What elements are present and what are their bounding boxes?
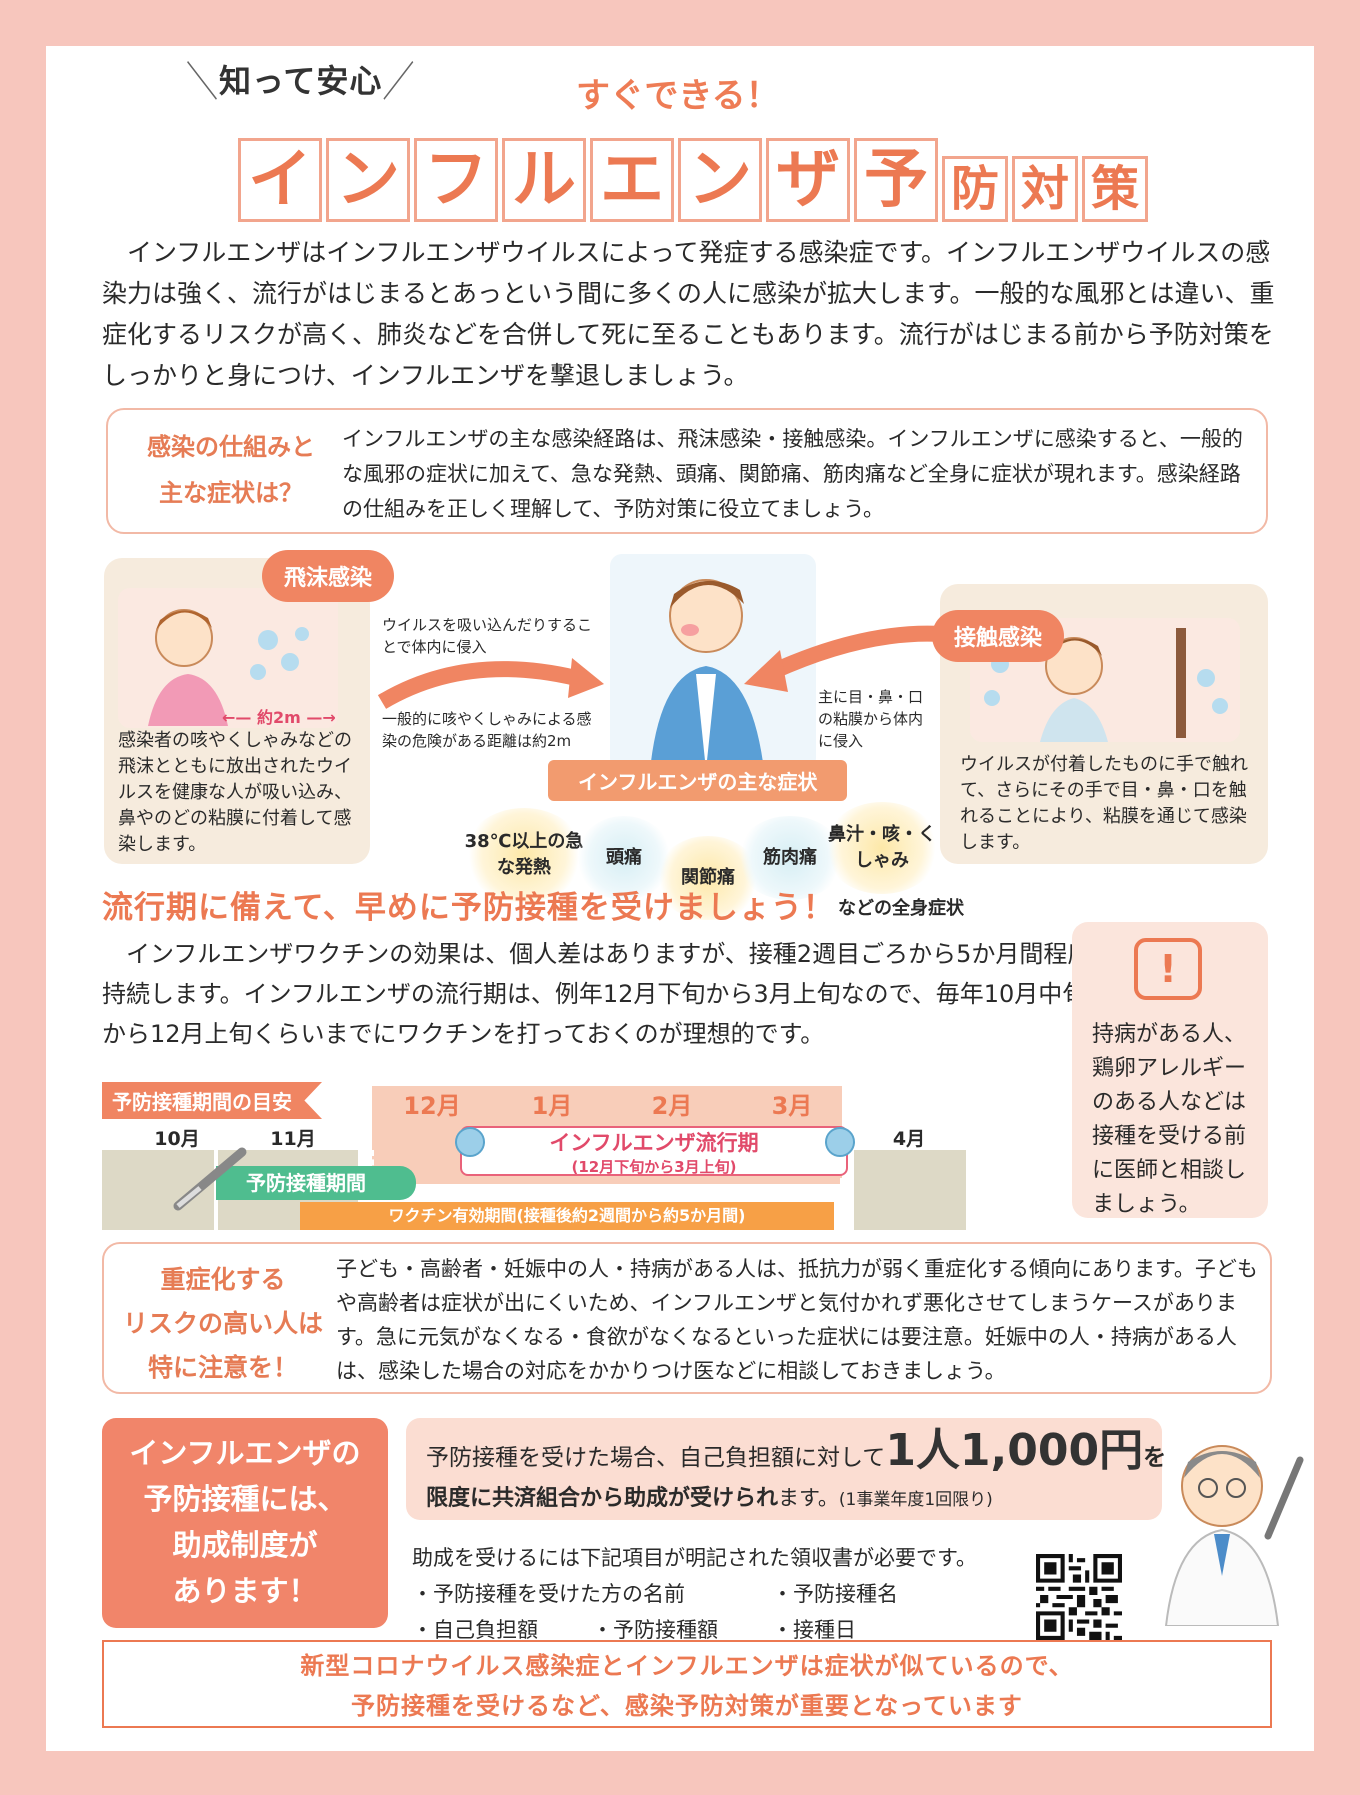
symptoms-tail: などの全身症状 bbox=[838, 898, 964, 919]
vaccine-effective-bar: ワクチン有効期間(接種後約2週間から約5か月間) bbox=[300, 1202, 834, 1230]
subsidy-text: 限度に共済組合から助成が受けられ bbox=[426, 1486, 779, 1511]
footer-line: 予防接種を受けるなど、感染予防対策が重要となっています bbox=[351, 1692, 1023, 1720]
routes-heading-line: 主な症状は？ bbox=[159, 479, 303, 507]
title-char: ザ bbox=[766, 138, 850, 222]
routes-body: インフルエンザの主な感染経路は、飛沫感染・接触感染。インフルエンザに感染すると、… bbox=[342, 427, 1243, 521]
flu-period-label: インフルエンザ流行期 bbox=[549, 1131, 759, 1155]
risk-body: 子ども・高齢者・妊娠中の人・持病がある人は、抵抗力が弱く重症化する傾向にあります… bbox=[336, 1257, 1258, 1383]
title-char: 対 bbox=[1012, 156, 1078, 222]
subsidy-line-2: 限度に共済組合から助成が受けられます。(1事業年度1回限り) bbox=[426, 1480, 993, 1512]
month-label: 2月 bbox=[651, 1092, 693, 1120]
title-char: 策 bbox=[1082, 156, 1148, 222]
virus-icon bbox=[825, 1127, 855, 1157]
qr-code-icon[interactable] bbox=[1036, 1554, 1122, 1640]
sneezing-woman-icon bbox=[148, 609, 309, 726]
timeline-tag: 予防接種期間の目安 bbox=[102, 1082, 322, 1119]
droplet-panel: ←— 約2m —→ 感染者の咳やくしゃみなどの飛沫とともに放出されたウイルスを健… bbox=[104, 558, 370, 864]
droplet-note: ウイルスを吸い込んだりすることで体内に侵入 bbox=[382, 616, 593, 656]
vaccination-heading: 流行期に備えて、早めに予防接種を受けましょう！ bbox=[102, 890, 835, 926]
subsidy-heading-line: インフルエンザの bbox=[129, 1436, 361, 1470]
droplet-text: 感染者の咳やくしゃみなどの飛沫とともに放出されたウイルスを健康な人が吸い込み、鼻… bbox=[118, 730, 352, 855]
distance-arrow: ←— 約2m —→ bbox=[222, 708, 336, 727]
footer-note: 新型コロナウイルス感染症とインフルエンザは症状が似ているので、 予防接種を受ける… bbox=[102, 1640, 1272, 1728]
title-char: 防 bbox=[942, 156, 1008, 222]
risk-heading: 重症化する リスクの高い人は 特に注意を！ bbox=[118, 1258, 328, 1390]
droplet-label: 飛沫感染 bbox=[262, 550, 395, 602]
flyer-page: ＼知って安心／ すぐできる！ イ ン フ ル エ ン ザ 予 防 対 策 インフ… bbox=[46, 46, 1314, 1751]
subsidy-text: ます。 bbox=[778, 1486, 839, 1510]
subsidy-amount: 1人1,000円 bbox=[885, 1425, 1144, 1476]
distance-note: 一般的に咳やくしゃみによる感染の危険がある距離は約2m bbox=[382, 710, 592, 750]
sick-man-icon bbox=[650, 579, 764, 770]
risk-box: 重症化する リスクの高い人は 特に注意を！ 子ども・高齢者・妊娠中の人・持病があ… bbox=[102, 1242, 1272, 1394]
title-char: ル bbox=[502, 138, 586, 222]
month-cell bbox=[854, 1150, 966, 1230]
symptom-runny-nose: 鼻汁・咳・くしゃみ bbox=[824, 802, 940, 894]
title-char: イ bbox=[238, 138, 322, 222]
month-label: 3月 bbox=[771, 1092, 813, 1120]
month-label: 4月 bbox=[892, 1128, 926, 1150]
symptoms-heading: インフルエンザの主な症状 bbox=[548, 760, 848, 801]
warning-text: 持病がある人、鶏卵アレルギーのある人などは接種を受ける前に医師と相談しましょう。 bbox=[1092, 1022, 1247, 1217]
risk-heading-line: リスクの高い人は bbox=[122, 1309, 323, 1338]
footer-line: 新型コロナウイルス感染症とインフルエンザは症状が似ているので、 bbox=[300, 1652, 1074, 1680]
subsidy-band: 予防接種を受けた場合、自己負担額に対して1人1,000円を 限度に共済組合から助… bbox=[406, 1418, 1166, 1520]
intro-paragraph: インフルエンザはインフルエンザウイルスによって発症する感染症です。インフルエンザ… bbox=[102, 238, 1275, 390]
contact-illustration bbox=[970, 618, 1240, 742]
routes-heading: 感染の仕組みと 主な症状は？ bbox=[126, 424, 336, 516]
exclamation-icon: ! bbox=[1134, 938, 1202, 1000]
subsidy-heading: インフルエンザの 予防接種には、 助成制度が あります！ bbox=[102, 1418, 388, 1628]
flu-period-range: (12月下旬から3月上旬) bbox=[571, 1158, 737, 1176]
warning-box: ! 持病がある人、鶏卵アレルギーのある人などは接種を受ける前に医師と相談しましょ… bbox=[1072, 922, 1268, 1218]
subsidy-text: 予防接種を受けた場合、自己負担額に対して bbox=[426, 1445, 886, 1471]
subsidy-line-1: 予防接種を受けた場合、自己負担額に対して1人1,000円を bbox=[426, 1428, 1166, 1481]
receipt-note: 助成を受けるには下記項目が明記された領収書が必要です。 bbox=[412, 1546, 977, 1570]
title-char: フ bbox=[414, 138, 498, 222]
subsidy-text: を bbox=[1143, 1445, 1167, 1471]
receipt-info: 助成を受けるには下記項目が明記された領収書が必要です。 ・予防接種を受けた方の名… bbox=[412, 1540, 1052, 1648]
header-tag: ＼知って安心／ bbox=[186, 56, 416, 107]
infection-routes-box: 感染の仕組みと 主な症状は？ インフルエンザの主な感染経路は、飛沫感染・接触感染… bbox=[106, 408, 1268, 534]
month-label: 10月 bbox=[154, 1128, 200, 1150]
syringe-icon bbox=[173, 1147, 247, 1211]
subsidy-heading-line: あります！ bbox=[172, 1574, 318, 1608]
flu-period-box: インフルエンザ流行期 (12月下旬から3月上旬) bbox=[460, 1126, 848, 1176]
contact-label: 接触感染 bbox=[932, 610, 1065, 662]
title-char: 予 bbox=[854, 138, 938, 222]
receipt-item: ・予防接種名 bbox=[772, 1582, 898, 1606]
subsidy-heading-line: 助成制度が bbox=[172, 1528, 318, 1562]
title-char: エ bbox=[590, 138, 674, 222]
subsidy-heading-line: 予防接種には、 bbox=[143, 1482, 347, 1516]
subsidy-limit: (1事業年度1回限り) bbox=[838, 1490, 993, 1510]
receipt-item: ・予防接種額 bbox=[592, 1618, 718, 1642]
patient-illustration bbox=[610, 554, 816, 770]
symptom-fever: 38℃以上の急な発熱 bbox=[464, 808, 584, 902]
risk-heading-line: 重症化する bbox=[160, 1265, 286, 1294]
title-char: ン bbox=[326, 138, 410, 222]
page-title: イ ン フ ル エ ン ザ 予 防 対 策 bbox=[238, 138, 1148, 222]
droplet-illustration bbox=[118, 588, 338, 728]
month-label: 12月 bbox=[403, 1092, 461, 1120]
doctor-icon bbox=[1164, 1445, 1304, 1626]
receipt-item: ・予防接種を受けた方の名前 bbox=[412, 1582, 685, 1606]
contact-note: 主に目・鼻・口の粘膜から体内に侵入 bbox=[818, 688, 924, 750]
contact-text: ウイルスが付着したものに手で触れて、さらにその手で目・鼻・口を触れることにより、… bbox=[960, 754, 1248, 853]
distance-label: 約2m bbox=[256, 708, 301, 727]
month-label: 1月 bbox=[531, 1092, 573, 1120]
receipt-items-row: ・予防接種を受けた方の名前 ・予防接種名 bbox=[412, 1576, 1052, 1612]
catch-phrase: すぐできる！ bbox=[576, 76, 780, 116]
title-char: ン bbox=[678, 138, 762, 222]
vaccination-period-bar: 予防接種期間 bbox=[216, 1166, 416, 1200]
droplet-arrow-icon bbox=[377, 658, 604, 709]
risk-heading-line: 特に注意を！ bbox=[147, 1353, 298, 1382]
receipt-item: ・自己負担額 bbox=[412, 1618, 538, 1642]
vaccination-body: インフルエンザワクチンの効果は、個人差はありますが、接種2週目ごろから5か月間程… bbox=[102, 940, 1092, 1048]
routes-heading-line: 感染の仕組みと bbox=[147, 433, 315, 461]
month-label: 11月 bbox=[270, 1128, 316, 1150]
virus-icon bbox=[455, 1127, 485, 1157]
receipt-items-row: ・自己負担額 ・予防接種額 ・接種日 bbox=[412, 1612, 1052, 1648]
receipt-item: ・接種日 bbox=[772, 1618, 856, 1642]
